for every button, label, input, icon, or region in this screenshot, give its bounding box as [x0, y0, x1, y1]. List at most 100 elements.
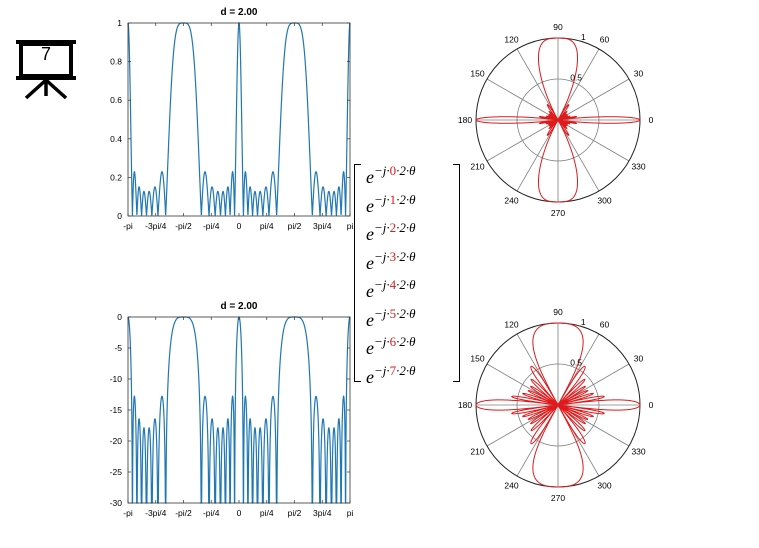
angle-label: 210	[470, 447, 484, 457]
angle-label: 60	[600, 34, 610, 44]
y-tick-label: 0.2	[110, 172, 122, 182]
y-tick-label: -30	[110, 498, 122, 508]
angle-label: 150	[470, 354, 484, 364]
plot-frame	[127, 316, 351, 504]
y-tick-label: 0.8	[110, 57, 122, 67]
angle-label: 210	[470, 162, 484, 172]
radiation-pattern	[475, 37, 641, 203]
x-tick-label: pi	[347, 508, 354, 518]
series-line	[127, 316, 351, 504]
x-tick-label: 3pi/4	[313, 508, 332, 518]
matrix-row: e−j·3·2·θ	[366, 250, 416, 273]
x-tick-label: 3pi/4	[313, 221, 332, 231]
x-tick-label: 0	[237, 508, 242, 518]
angle-label: 330	[631, 162, 645, 172]
exponent: −j·0·2·θ	[374, 163, 416, 178]
y-tick-label: 0.6	[110, 95, 122, 105]
element-index: 7	[389, 362, 397, 378]
exponent: −j·4·2·θ	[374, 277, 416, 292]
angle-label: 330	[631, 447, 645, 457]
y-tick-label: 0	[117, 312, 122, 322]
exponent: −j·3·2·θ	[374, 248, 416, 264]
matrix-left-bracket	[354, 164, 361, 382]
matrix-row: e−j·6·2·θ	[366, 335, 416, 358]
matrix-row: e−j·2·2·θ	[366, 221, 416, 244]
y-tick-label: -20	[110, 436, 122, 446]
y-tick-label: -5	[114, 343, 122, 353]
x-tick-label: 0	[237, 221, 242, 231]
spoke	[486, 78, 559, 121]
element-index: 4	[389, 277, 397, 292]
x-tick-label: -pi/4	[203, 508, 220, 518]
exp-base: e	[366, 224, 374, 244]
element-index: 0	[389, 163, 397, 178]
y-tick-label: 1	[117, 18, 122, 28]
x-tick-label: pi/2	[288, 221, 302, 231]
presentation-board-icon: 7	[12, 36, 82, 102]
exp-base: e	[366, 338, 374, 358]
angle-label: 300	[597, 481, 611, 491]
radius-label: 0.5	[570, 358, 582, 368]
exponent: −j·1·2·θ	[374, 191, 416, 207]
angle-label: 270	[551, 493, 565, 503]
element-index: 1	[389, 191, 397, 207]
exp-base: e	[366, 195, 374, 216]
angle-label: 300	[597, 196, 611, 206]
element-index: 3	[389, 248, 397, 264]
chart-title: d = 2.00	[221, 301, 258, 312]
x-tick-label: -pi/4	[203, 221, 220, 231]
matrix-row: e−j·7·2·θ	[366, 364, 416, 386]
spoke	[557, 119, 630, 162]
angle-label: 90	[553, 22, 563, 32]
angle-label: 240	[504, 481, 518, 491]
x-tick-label: -3pi/4	[145, 508, 167, 518]
spoke	[557, 78, 630, 121]
radiation-pattern	[475, 322, 641, 488]
y-tick-label: -15	[110, 405, 122, 415]
matrix-right-bracket	[453, 164, 460, 382]
plot-frame	[127, 22, 351, 217]
angle-label: 30	[634, 69, 644, 79]
x-tick-label: -pi/2	[175, 221, 192, 231]
y-tick-label: 0.4	[110, 134, 122, 144]
element-index: 5	[389, 305, 397, 321]
radius-label: 0.5	[570, 73, 582, 83]
exp-base: e	[366, 252, 374, 273]
slide-number: 7	[40, 44, 51, 64]
x-tick-label: pi	[347, 221, 354, 231]
exponent: −j·6·2·θ	[374, 334, 416, 349]
y-tick-label: 0	[117, 211, 122, 221]
radius-label: 1	[581, 32, 586, 42]
angle-label: 120	[504, 34, 518, 44]
angle-label: 240	[504, 196, 518, 206]
x-tick-label: -pi	[123, 508, 133, 518]
exponent: −j·2·2·θ	[374, 220, 416, 235]
exp-base: e	[366, 281, 374, 301]
matrix-row: e−j·1·2·θ	[366, 193, 416, 216]
series-line	[127, 21, 351, 216]
element-index: 2	[389, 220, 397, 235]
x-tick-label: -3pi/4	[145, 221, 167, 231]
y-tick-label: -25	[110, 467, 122, 477]
spoke	[486, 119, 559, 162]
angle-label: 30	[634, 354, 644, 364]
exp-base: e	[366, 309, 374, 330]
x-tick-label: pi/4	[260, 508, 274, 518]
matrix-row: e−j·5·2·θ	[366, 307, 416, 330]
element-index: 6	[389, 334, 397, 349]
angle-label: 60	[600, 319, 610, 329]
matrix-row: e−j·0·2·θ	[366, 164, 416, 186]
x-tick-label: -pi/2	[175, 508, 192, 518]
chart-title: d = 2.00	[221, 7, 258, 18]
x-tick-label: pi/4	[260, 221, 274, 231]
angle-label: 90	[553, 307, 563, 317]
angle-label: 150	[470, 69, 484, 79]
angle-label: 180	[458, 400, 472, 410]
angle-label: 180	[458, 115, 472, 125]
angle-label: 270	[551, 208, 565, 218]
